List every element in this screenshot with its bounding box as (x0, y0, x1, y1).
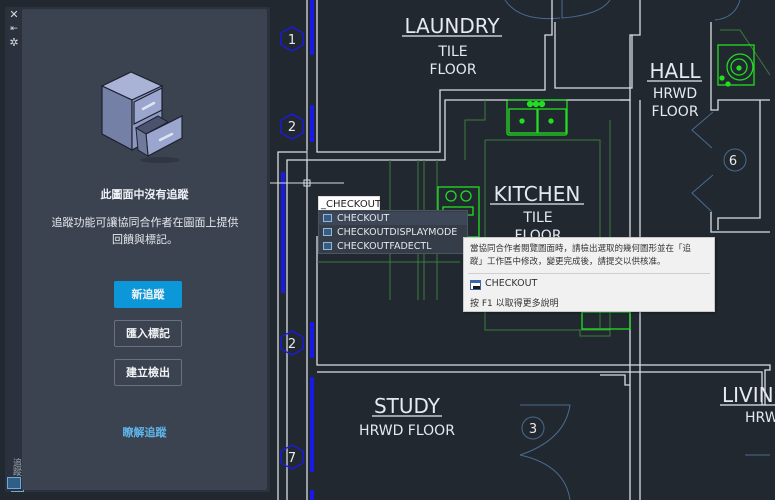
window-tag-2b-label: 2 (288, 337, 296, 352)
auto-hide-icon[interactable]: ⇤ (10, 24, 18, 34)
new-trace-button[interactable]: 新追蹤 (114, 281, 182, 308)
door-tag-3-label: 3 (529, 422, 537, 437)
room-kitchen-sub1: TILE (522, 210, 552, 226)
command-input[interactable]: _CHECKOUT (318, 196, 382, 225)
walls (277, 0, 771, 500)
palette-tab-label[interactable]: 追蹤 (11, 458, 21, 476)
import-markup-button[interactable]: 匯入標記 (114, 320, 182, 347)
create-checkout-button[interactable]: 建立檢出 (114, 359, 182, 386)
autocomplete-item-checkout[interactable]: CHECKOUT (319, 212, 467, 225)
command-icon (323, 214, 332, 222)
room-hall-sub2: FLOOR (651, 104, 698, 120)
crosshair-cursor (270, 145, 344, 220)
autocomplete-item-label: CHECKOUT (337, 213, 390, 224)
window-tag-7 (280, 444, 304, 470)
window-tag-1 (280, 26, 304, 52)
window-tag-7-label: 7 (288, 451, 296, 466)
room-study-name: STUDY (374, 394, 441, 418)
checkout-command-icon (470, 280, 481, 290)
room-hall-name: HALL (649, 59, 701, 83)
room-laundry-sub2: FLOOR (429, 62, 476, 78)
window-tag-1-label: 1 (288, 33, 296, 48)
empty-state-description-line2: 回饋與標記。 (112, 233, 178, 246)
room-laundry-sub1: TILE (437, 44, 467, 60)
room-study-sub1: HRWD FLOOR (359, 423, 455, 439)
room-kitchen-name: KITCHEN (494, 182, 581, 206)
autocomplete-item-checkoutdisplaymode[interactable]: CHECKOUTDISPLAYMODE (319, 226, 467, 239)
window-tags (280, 26, 304, 470)
palette-tab-icon[interactable] (7, 477, 24, 492)
room-laundry-name: LAUNDRY (404, 14, 500, 38)
tooltip-description-line1: 當協同合作者閱覽圖面時，請檢出選取的幾何圖形並在「追 (470, 244, 692, 254)
autocomplete-item-label: CHECKOUTFADECTL (337, 241, 432, 252)
file-cabinet-icon (100, 71, 183, 163)
tooltip-help-hint: 按 F1 以取得更多說明 (470, 299, 559, 309)
door-tag-6-label: 6 (729, 154, 737, 169)
window-tag-2b (280, 330, 304, 356)
empty-state-description-line1: 追蹤功能可讓協同合作者在圖面上提供 (51, 216, 239, 229)
command-autocomplete-list: CHECKOUT CHECKOUTDISPLAYMODE CHECKOUTFAD… (318, 210, 468, 254)
autocomplete-item-label: CHECKOUTDISPLAYMODE (337, 227, 458, 238)
autocomplete-item-checkoutfadectl[interactable]: CHECKOUTFADECTL (319, 240, 467, 253)
command-icon (323, 228, 332, 236)
tooltip-command-name: CHECKOUT (485, 278, 538, 289)
fixtures (437, 44, 755, 330)
command-tooltip: 當協同合作者閱覽圖面時，請檢出選取的幾何圖形並在「追 蹤」工作區中修改，變更完成… (463, 237, 715, 312)
learn-about-trace-link[interactable]: 瞭解追蹤 (122, 426, 167, 439)
tooltip-divider (468, 273, 710, 274)
settings-icon[interactable]: ✲ (9, 36, 19, 49)
empty-state-description: 追蹤功能可讓協同合作者在圖面上提供 回饋與標記。 (40, 214, 250, 248)
command-input-value: _CHECKOUT (321, 199, 382, 210)
tooltip-description: 當協同合作者閱覽圖面時，請檢出選取的幾何圖形並在「追 蹤」工作區中修改，變更完成… (470, 243, 710, 269)
close-icon[interactable]: ✕ (9, 8, 19, 21)
room-hall-sub1: HRWD (653, 86, 697, 102)
room-living-name: LIVIN (722, 383, 774, 407)
tooltip-description-line2: 蹤」工作區中修改，變更完成後，請提交以供核准。 (470, 257, 666, 267)
command-icon (323, 242, 332, 250)
windows (281, 0, 314, 500)
room-living-sub1: HRW (745, 410, 775, 426)
window-tag-2a (280, 113, 304, 140)
window-tag-2a-label: 2 (288, 120, 296, 135)
empty-state-title: 此圖面中沒有追蹤 (100, 188, 189, 201)
